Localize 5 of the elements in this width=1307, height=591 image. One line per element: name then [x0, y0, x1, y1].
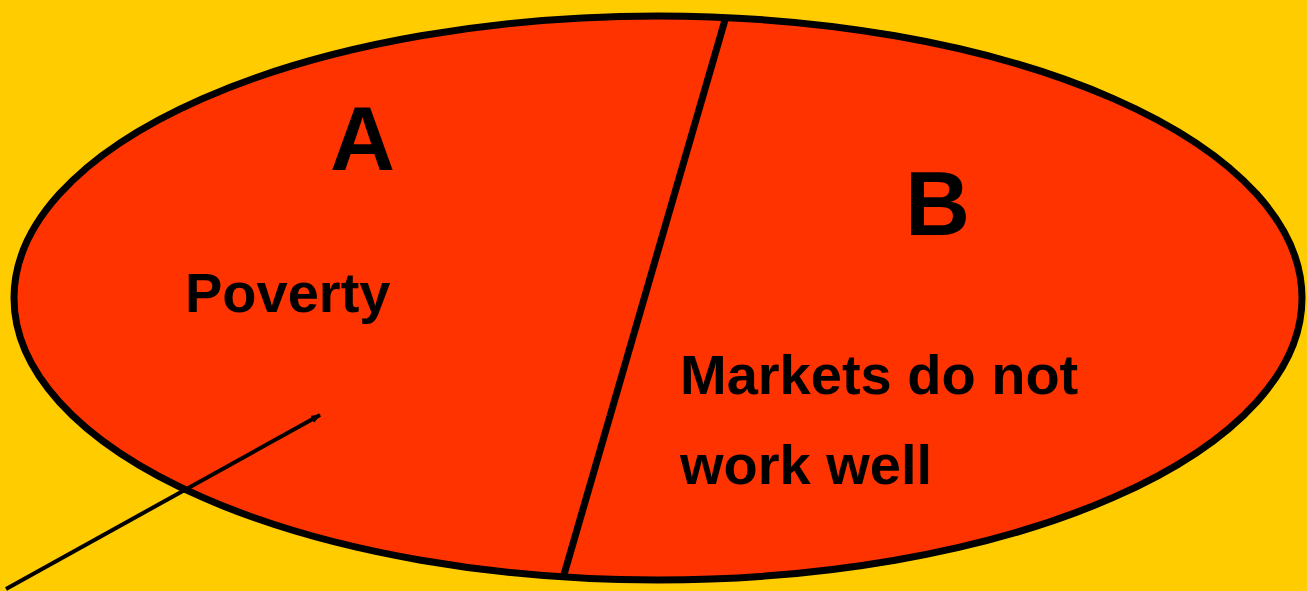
region-label: Markets do not work well	[680, 342, 1080, 498]
arrow	[5, 413, 321, 591]
region-label: Poverty	[185, 262, 391, 324]
region-letter: A	[330, 90, 395, 189]
region-letter: B	[905, 155, 970, 254]
